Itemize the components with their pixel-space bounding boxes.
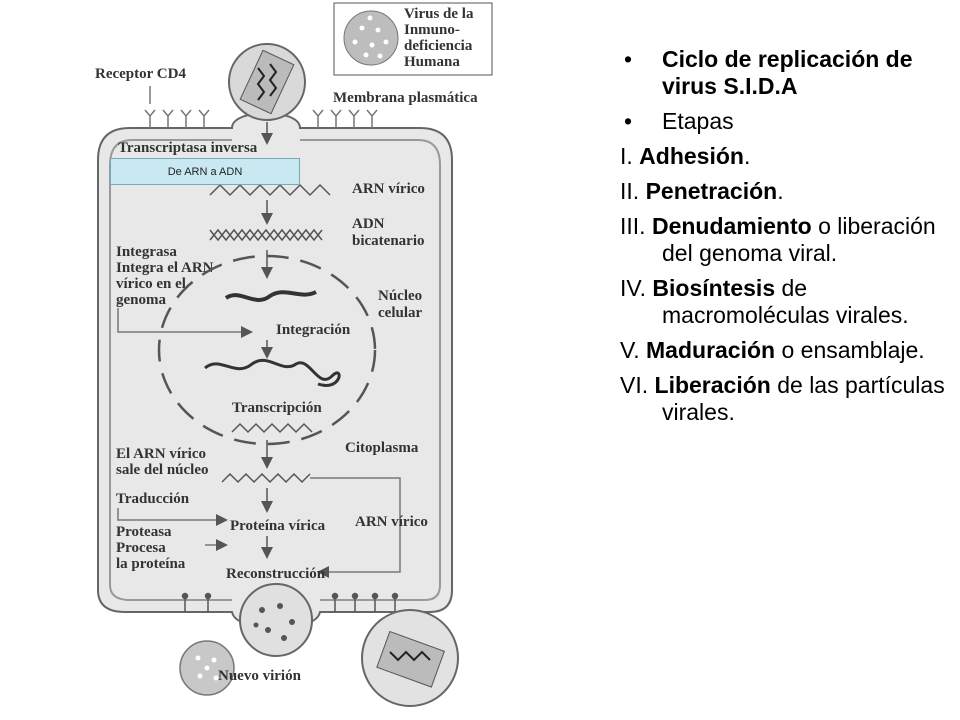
stage-number: V.: [620, 337, 647, 363]
legend-label-1: Virus de la: [404, 6, 474, 22]
callout-rna-to-dna: De ARN a ADN: [110, 158, 300, 185]
stage-text: de las partículas virales.: [662, 372, 945, 425]
label-double-stranded: bicatenario: [352, 233, 425, 249]
stage-name: Adhesión: [639, 143, 744, 169]
stage-2: II. Penetración.: [620, 178, 950, 205]
hiv-replication-diagram: Virus de la Inmuno- deficiencia Humana R…: [95, 2, 493, 707]
rna-strand: [209, 183, 331, 197]
label-protease-2: Procesa: [116, 540, 166, 556]
label-cytoplasm: Citoplasma: [345, 440, 419, 456]
budding-virion: [239, 583, 313, 657]
label-transcription: Transcripción: [232, 400, 322, 416]
label-protease-3: la proteína: [116, 556, 186, 572]
stage-text: .: [777, 178, 784, 204]
nucleus: [157, 254, 377, 446]
stage-text: .: [743, 143, 751, 169]
notes-list: • Ciclo de replicación de virus S.I.D.A …: [620, 46, 950, 434]
stage-6: VI. Liberación de las partículas virales…: [620, 372, 950, 426]
stage-text: o ensamblaje.: [775, 337, 925, 363]
bullet-dot: •: [624, 46, 633, 72]
surface-receptors: [181, 592, 399, 612]
dna-double-strand: [209, 228, 323, 242]
label-protease: Proteasa: [116, 524, 172, 540]
stage-5: V. Maduración o ensamblaje.: [620, 337, 950, 364]
legend-virus-icon: [333, 2, 493, 76]
stage-name: Biosíntesis: [652, 275, 776, 301]
cd4-receptors: [144, 109, 378, 128]
released-virion-mature: [361, 609, 459, 707]
entering-virus-icon: [228, 43, 306, 121]
legend-label-4: Humana: [404, 54, 460, 70]
label-viral-rna-2: ARN vírico: [355, 514, 428, 530]
stage-name: Denudamiento: [651, 213, 812, 239]
stage-4: IV. Biosíntesis de macromoléculas virale…: [620, 275, 950, 329]
stage-text: o liberación del genoma viral.: [662, 213, 936, 266]
stage-number: VI.: [620, 372, 655, 398]
label-viral-rna: ARN vírico: [352, 181, 425, 197]
stage-3: III. Denudamiento o liberación del genom…: [620, 213, 950, 267]
notes-subtitle: Etapas: [662, 108, 734, 134]
stage-name: Penetración: [645, 178, 778, 204]
label-rna-exit-1: El ARN vírico: [116, 446, 206, 462]
stage-text: de macromoléculas virales.: [662, 275, 909, 328]
stage-name: Liberación: [654, 372, 771, 398]
label-integrase-4: genoma: [116, 292, 166, 308]
label-translation: Traducción: [116, 491, 190, 507]
stage-name: Maduración: [646, 337, 776, 363]
label-integrase: Integrasa: [116, 244, 177, 260]
label-integrase-3: vírico en el: [116, 276, 186, 292]
label-plasma-membrane: Membrana plasmática: [333, 90, 478, 106]
label-cell-nucleus: celular: [378, 305, 422, 321]
notes-subtitle-item: • Etapas: [620, 108, 950, 135]
stage-number: IV.: [620, 275, 653, 301]
label-reverse-transcriptase: Transcriptasa inversa: [118, 140, 258, 156]
stage-number: I.: [620, 143, 640, 169]
label-integrase-2: Integra el ARN: [116, 260, 214, 276]
notes-title-item: • Ciclo de replicación de virus S.I.D.A: [620, 46, 950, 100]
label-nucleus: Núcleo: [378, 288, 422, 304]
stage-number: III.: [620, 213, 652, 239]
notes-title: Ciclo de replicación de virus S.I.D.A: [662, 46, 913, 99]
legend-label-3: deficiencia: [404, 38, 473, 54]
released-virion-small: [179, 640, 235, 696]
label-receptor-cd4: Receptor CD4: [95, 66, 186, 82]
label-integration: Integración: [276, 322, 351, 338]
label-rna-exit-2: sale del núcleo: [116, 462, 209, 478]
label-dna: ADN: [352, 216, 385, 232]
label-reconstruction: Reconstrucción: [226, 566, 326, 582]
stage-number: II.: [620, 178, 646, 204]
legend-label-2: Inmuno-: [404, 22, 460, 38]
label-viral-protein: Proteína vírica: [230, 518, 326, 534]
bullet-dot: •: [624, 108, 633, 134]
label-new-virion: Nuevo virión: [218, 668, 302, 684]
stage-1: I. Adhesión.: [620, 143, 950, 170]
